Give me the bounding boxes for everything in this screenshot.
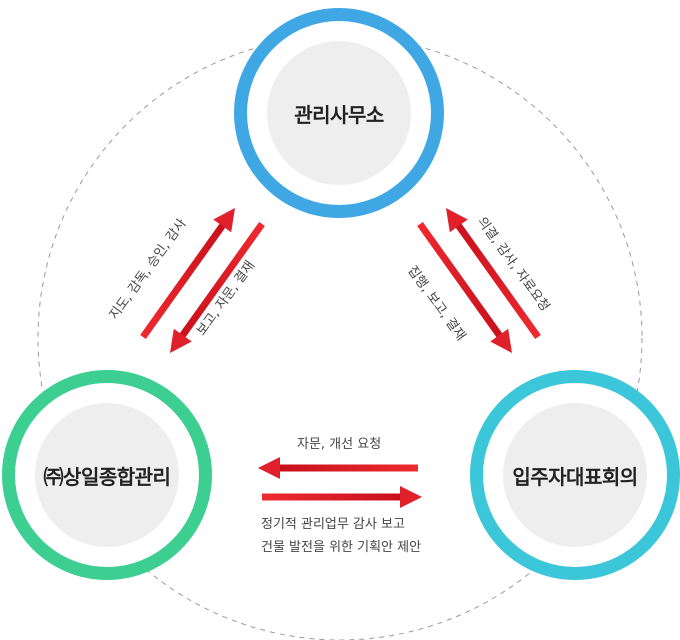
arrow-head [169,328,192,353]
arrow-right-down [417,221,512,354]
arrow-head [490,328,512,354]
arrow-group [140,207,541,508]
arrow-left-down [169,221,265,353]
arrow-head [258,457,280,479]
arrow-shaft [262,493,401,501]
arrow-bottom-left [258,457,418,479]
node-sangil-management: ㈜상일종합관리 [2,370,212,580]
edge-label-advice-request: 자문, 개선 요청 [297,437,382,452]
arrow-bottom-right [262,486,422,508]
node-label-residents-council: 입주자대표회의 [512,464,638,489]
arrow-head [400,486,422,508]
arrow-shaft [417,221,503,338]
arrow-shaft [140,223,226,340]
arrow-head [213,207,235,233]
arrow-shaft [279,464,418,472]
node-label-sangil-management: ㈜상일종합관리 [43,464,171,489]
arrow-right-up [445,208,541,340]
arrow-head [445,208,468,233]
arrow-shaft [455,223,541,340]
node-inner: 관리사무소 [267,41,411,185]
edge-label-audit-report-line1: 정기적 관리업무 감사 보고 [261,517,405,532]
node-management-office: 관리사무소 [234,8,444,218]
node-inner: 입주자대표회의 [503,403,647,547]
arrow-shaft [179,221,265,338]
arrow-left-up [140,207,235,340]
node-residents-council: 입주자대표회의 [470,370,680,580]
node-inner: ㈜상일종합관리 [35,403,179,547]
node-label-management-office: 관리사무소 [294,102,384,127]
edge-label-audit-report-line2: 건물 발전을 위한 기획안 제안 [261,540,422,555]
